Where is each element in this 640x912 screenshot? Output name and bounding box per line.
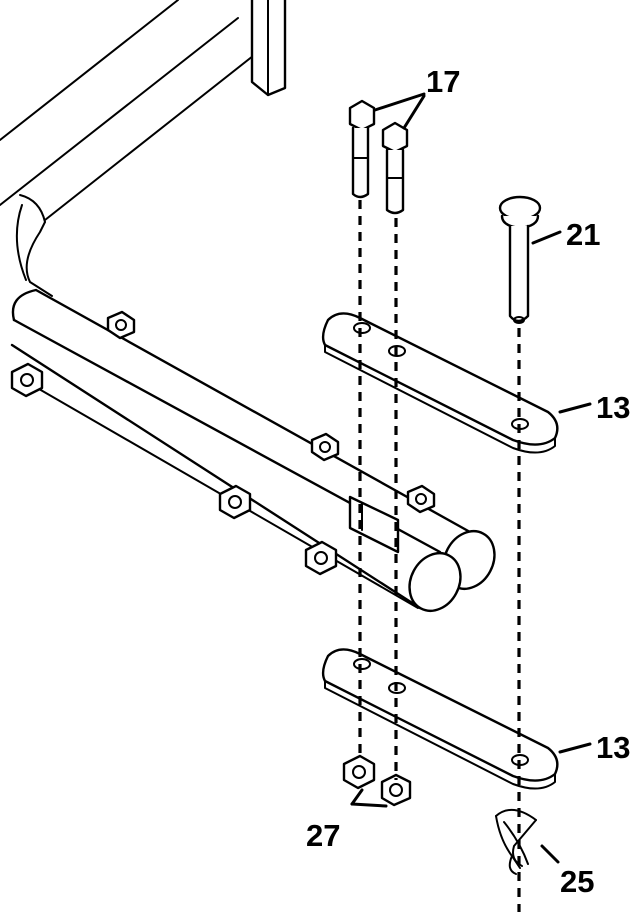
tube-nut-3 (310, 432, 340, 462)
frame-tube (0, 0, 259, 297)
upper-plate (321, 312, 559, 454)
callout-pin: 21 (566, 217, 600, 252)
tube-nut-5 (304, 540, 338, 576)
tube-nut-6 (406, 484, 436, 514)
callout-nuts: 27 (306, 818, 340, 853)
bolt-right (381, 121, 409, 215)
lock-nut-right (380, 773, 412, 807)
clevis-pin (498, 195, 542, 324)
tube-nut-4 (218, 484, 252, 520)
vertical-post (250, 0, 287, 97)
tube-bracket (348, 495, 400, 554)
callout-clip: 25 (560, 864, 594, 899)
leader-lines (350, 92, 592, 864)
callout-upper-plate: 13 (596, 390, 630, 425)
tube-nut-1 (106, 310, 136, 340)
callout-bolts: 17 (426, 64, 460, 99)
bolt-left (348, 99, 376, 199)
callout-lower-plate: 13 (596, 730, 630, 765)
hair-pin-clip (495, 809, 537, 875)
lock-nut-left (342, 754, 376, 790)
tube-nut-2 (10, 362, 44, 398)
tube-front (10, 318, 462, 612)
